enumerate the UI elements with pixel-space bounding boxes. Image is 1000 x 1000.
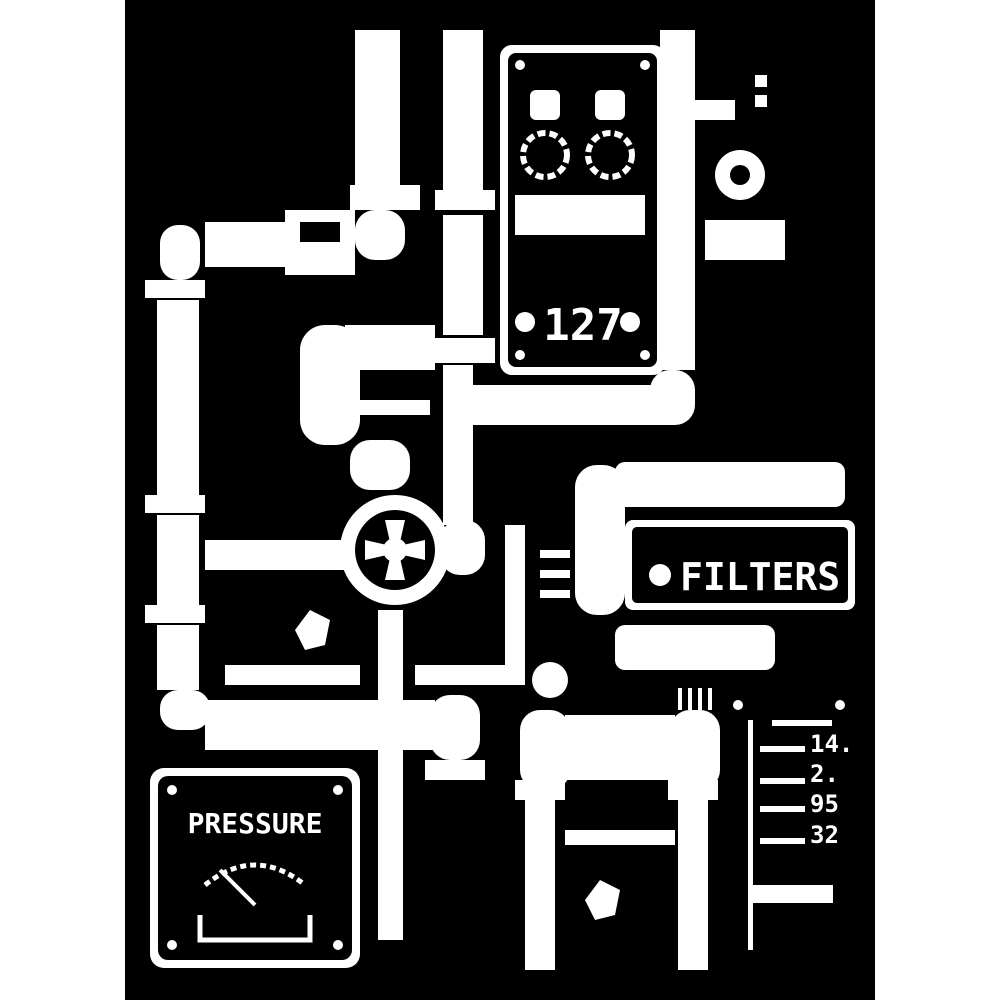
lower-middle-pipes xyxy=(205,525,525,940)
filters-label: FILTERS xyxy=(680,555,840,599)
left-pipe-loop xyxy=(145,210,405,730)
reading-3: 95 xyxy=(810,790,839,818)
control-panel: 127 xyxy=(500,30,785,375)
pressure-gauge-panel: PRESSURE xyxy=(150,768,360,968)
pressure-label: PRESSURE xyxy=(188,807,323,840)
small-valve-icon-2 xyxy=(585,880,620,920)
filters-section: FILTERS xyxy=(532,462,855,698)
counter-readout: 127 xyxy=(543,300,622,351)
large-gear-icon xyxy=(340,495,485,605)
small-gear-icon-2 xyxy=(532,662,568,698)
readings-panel: 14. 2. 95 32 xyxy=(733,700,853,950)
reading-4: 32 xyxy=(810,821,839,849)
gauge-needle xyxy=(218,868,257,907)
gauge-dial-icon xyxy=(203,862,307,887)
bottom-arch-pipes xyxy=(515,688,720,970)
middle-s-bend-pipe xyxy=(300,325,695,490)
small-valve-icon xyxy=(295,610,330,650)
reading-1: 14. xyxy=(810,730,853,758)
reading-2: 2. xyxy=(810,760,839,788)
top-left-pipes xyxy=(350,30,495,525)
